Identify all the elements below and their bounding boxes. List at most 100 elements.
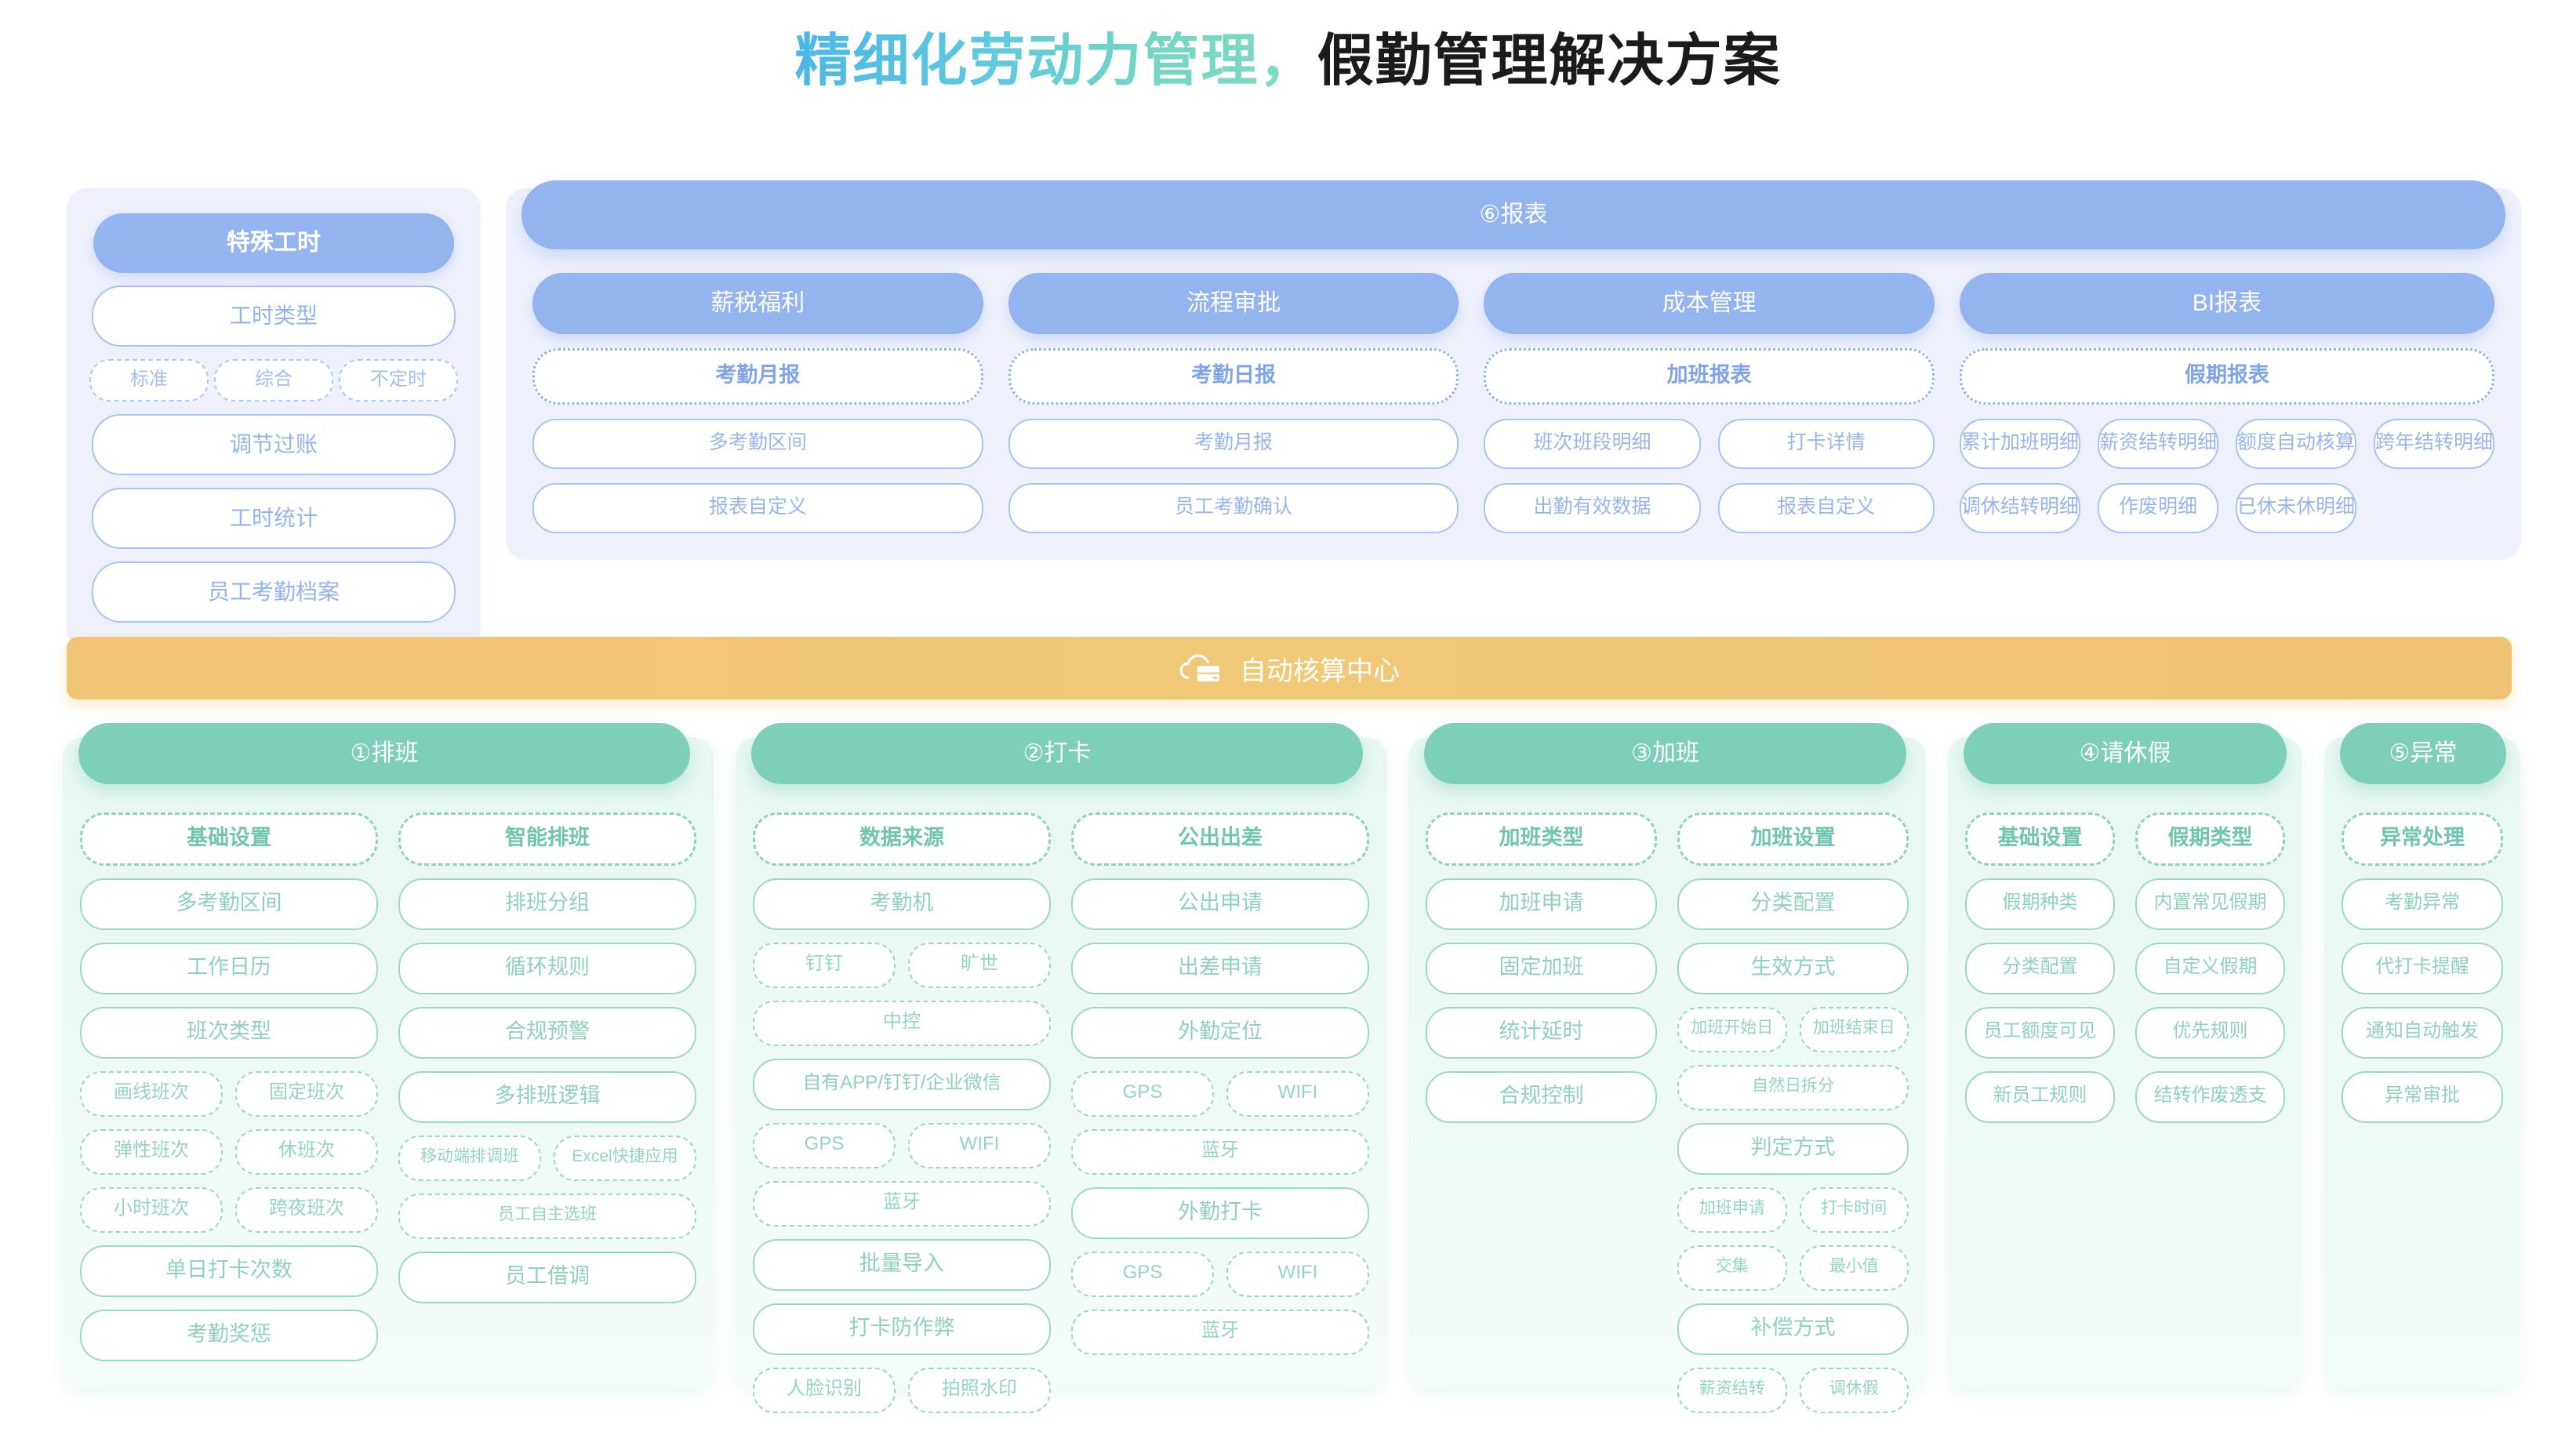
pill-field-location[interactable]: 外勤定位 (1071, 1007, 1369, 1059)
report-sub-leave[interactable]: 假期报表 (1959, 348, 2494, 405)
chip-standard[interactable]: 标准 (89, 359, 209, 402)
chip-bluetooth-2[interactable]: 蓝牙 (1071, 1129, 1369, 1175)
pill-leave-kind[interactable]: 假期种类 (1965, 878, 2115, 930)
chip-ot-apply[interactable]: 加班申请 (1677, 1187, 1787, 1233)
pill-outing-apply[interactable]: 公出申请 (1071, 878, 1369, 930)
pill-own-app[interactable]: 自有APP/钉钉/企业微信 (753, 1059, 1051, 1110)
special-hours-item-adjust[interactable]: 调节过账 (92, 414, 456, 475)
pill-multi-range[interactable]: 多考勤区间 (80, 878, 378, 930)
chip-dingtalk[interactable]: 钉钉 (753, 943, 896, 988)
chip-mobile-schedule[interactable]: 移动端排调班 (398, 1136, 541, 1181)
report-chip-ot-total[interactable]: 累计加班明细 (1959, 419, 2080, 469)
cap-overtime-settings[interactable]: 加班设置 (1677, 812, 1909, 866)
chip-natural-day-split[interactable]: 自然日拆分 (1677, 1065, 1909, 1110)
pill-attendance-reward[interactable]: 考勤奖惩 (80, 1310, 378, 1361)
chip-salary-carryover[interactable]: 薪资结转 (1677, 1368, 1787, 1413)
report-chip-multi-range[interactable]: 多考勤区间 (532, 419, 983, 469)
pill-work-calendar[interactable]: 工作日历 (80, 943, 378, 994)
chip-overnight-shift[interactable]: 跨夜班次 (235, 1187, 378, 1233)
pill-custom-leave[interactable]: 自定义假期 (2135, 943, 2285, 994)
chip-ot-start-day[interactable]: 加班开始日 (1677, 1007, 1787, 1052)
cap-leave-type[interactable]: 假期类型 (2135, 812, 2285, 866)
pill-trip-apply[interactable]: 出差申请 (1071, 943, 1369, 994)
report-chip-comp-carry[interactable]: 调休结转明细 (1959, 483, 2080, 533)
cap-basic-settings[interactable]: 基础设置 (80, 812, 378, 866)
chip-line-shift[interactable]: 画线班次 (80, 1071, 223, 1117)
pill-auto-notify[interactable]: 通知自动触发 (2342, 1007, 2503, 1059)
pill-exception-approval[interactable]: 异常审批 (2342, 1071, 2503, 1123)
cap-exception-handling[interactable]: 异常处理 (2342, 812, 2503, 866)
chip-punch-time[interactable]: 打卡时间 (1799, 1187, 1909, 1233)
pill-overtime-apply[interactable]: 加班申请 (1426, 878, 1657, 930)
pill-carryover-void[interactable]: 结转作废透支 (2135, 1071, 2285, 1123)
chip-bluetooth-3[interactable]: 蓝牙 (1071, 1310, 1369, 1355)
report-sub-monthly[interactable]: 考勤月报 (532, 348, 983, 405)
pill-stat-delay[interactable]: 统计延时 (1426, 1007, 1657, 1059)
report-chip-salary-carry[interactable]: 薪资结转明细 (2097, 419, 2218, 469)
pill-effective-method[interactable]: 生效方式 (1677, 943, 1909, 994)
pill-fixed-overtime[interactable]: 固定加班 (1426, 943, 1657, 994)
chip-excel-quick[interactable]: Excel快捷应用 (554, 1136, 696, 1181)
cap-overtime-type[interactable]: 加班类型 (1426, 812, 1657, 866)
cap-business-trip[interactable]: 公出出差 (1071, 812, 1369, 866)
pill-leave-category[interactable]: 分类配置 (1965, 943, 2115, 994)
report-chip-custom-a[interactable]: 报表自定义 (532, 483, 983, 533)
cap-leave-basic[interactable]: 基础设置 (1965, 812, 2115, 866)
report-sub-daily[interactable]: 考勤日报 (1008, 348, 1459, 405)
chip-wifi-1[interactable]: WIFI (908, 1123, 1051, 1168)
special-hours-item-stats[interactable]: 工时统计 (92, 488, 456, 549)
report-chip-valid-data[interactable]: 出勤有效数据 (1484, 483, 1701, 533)
pill-shift-type[interactable]: 班次类型 (80, 1007, 378, 1059)
report-sub-overtime[interactable]: 加班报表 (1484, 348, 1935, 405)
chip-wifi-3[interactable]: WIFI (1226, 1252, 1369, 1297)
pill-compliance-control[interactable]: 合规控制 (1426, 1071, 1657, 1123)
pill-attendance-exception[interactable]: 考勤异常 (2342, 878, 2503, 930)
report-chip-custom-b[interactable]: 报表自定义 (1717, 483, 1935, 533)
chip-hourly-shift[interactable]: 小时班次 (80, 1187, 223, 1233)
pill-cycle-rule[interactable]: 循环规则 (398, 943, 696, 994)
pill-judgement-method[interactable]: 判定方式 (1677, 1123, 1909, 1175)
chip-gps-1[interactable]: GPS (753, 1123, 896, 1168)
special-hours-item-archive[interactable]: 员工考勤档案 (92, 561, 456, 623)
chip-gps-2[interactable]: GPS (1071, 1071, 1214, 1117)
chip-ot-end-day[interactable]: 加班结束日 (1799, 1007, 1909, 1052)
cap-data-source[interactable]: 数据来源 (753, 812, 1051, 866)
pill-priority-rule[interactable]: 优先规则 (2135, 1007, 2285, 1059)
chip-fixed-shift[interactable]: 固定班次 (235, 1071, 378, 1117)
pill-multi-schedule-logic[interactable]: 多排班逻辑 (398, 1071, 696, 1123)
pill-compensation-method[interactable]: 补偿方式 (1677, 1303, 1909, 1355)
pill-daily-punch-count[interactable]: 单日打卡次数 (80, 1245, 378, 1297)
report-head-approval[interactable]: 流程审批 (1008, 273, 1459, 334)
pill-quota-visible[interactable]: 员工额度可见 (1965, 1007, 2115, 1059)
pill-batch-import[interactable]: 批量导入 (753, 1239, 1051, 1291)
report-chip-taken-untaken[interactable]: 已休未休明细 (2235, 483, 2356, 533)
cap-smart-scheduling[interactable]: 智能排班 (398, 812, 696, 866)
report-chip-cross-year[interactable]: 跨年结转明细 (2373, 419, 2494, 469)
chip-intersection[interactable]: 交集 (1677, 1245, 1787, 1291)
chip-comp-leave[interactable]: 调休假 (1799, 1368, 1909, 1413)
chip-zkteco[interactable]: 中控 (753, 1001, 1051, 1046)
chip-flexible[interactable]: 不定时 (339, 359, 458, 402)
chip-self-select-shift[interactable]: 员工自主选班 (398, 1194, 696, 1239)
pill-anti-cheat[interactable]: 打卡防作弊 (753, 1303, 1051, 1355)
chip-bluetooth-1[interactable]: 蓝牙 (753, 1181, 1051, 1226)
report-chip-punch-detail[interactable]: 打卡详情 (1717, 419, 1935, 469)
report-chip-shift-detail[interactable]: 班次班段明细 (1484, 419, 1701, 469)
pill-category-config[interactable]: 分类配置 (1677, 878, 1909, 930)
report-head-payroll[interactable]: 薪税福利 (532, 273, 983, 334)
chip-face-recognition[interactable]: 人脸识别 (753, 1368, 896, 1413)
pill-attendance-machine[interactable]: 考勤机 (753, 878, 1051, 930)
chip-photo-watermark[interactable]: 拍照水印 (908, 1368, 1051, 1413)
chip-minimum[interactable]: 最小值 (1799, 1245, 1909, 1291)
chip-rest-shift[interactable]: 休班次 (235, 1129, 378, 1175)
report-chip-confirm[interactable]: 员工考勤确认 (1008, 483, 1459, 533)
chip-comprehensive[interactable]: 综合 (214, 359, 333, 402)
report-chip-monthly[interactable]: 考勤月报 (1008, 419, 1459, 469)
chip-gps-3[interactable]: GPS (1071, 1252, 1214, 1297)
pill-compliance-alert[interactable]: 合规预警 (398, 1007, 696, 1059)
report-chip-quota-auto[interactable]: 额度自动核算 (2235, 419, 2356, 469)
pill-field-punch[interactable]: 外勤打卡 (1071, 1187, 1369, 1239)
chip-flex-shift[interactable]: 弹性班次 (80, 1129, 223, 1175)
pill-proxy-punch-alert[interactable]: 代打卡提醒 (2342, 943, 2503, 994)
report-head-bi[interactable]: BI报表 (1959, 273, 2494, 334)
